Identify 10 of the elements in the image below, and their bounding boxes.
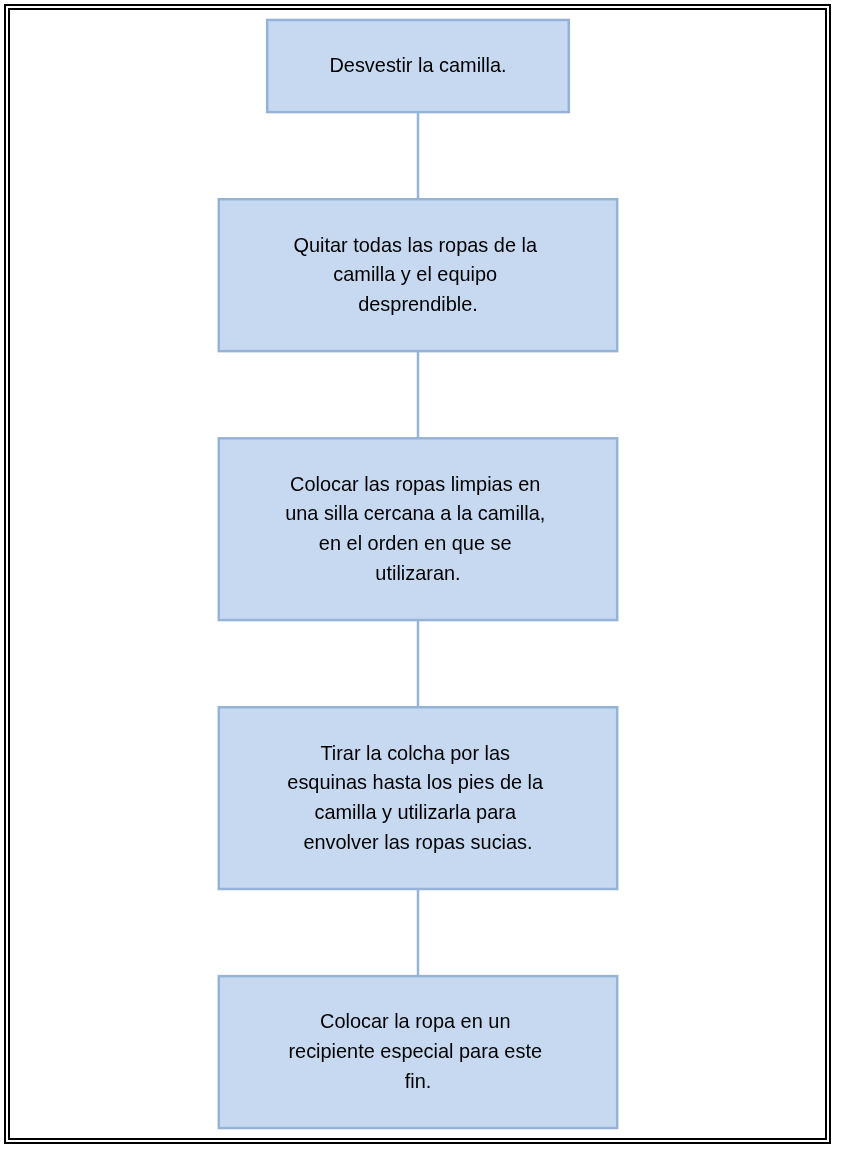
node-box	[217, 198, 618, 353]
node-box	[217, 974, 618, 1130]
connector	[416, 889, 419, 977]
page-border: Desvestir la camilla. Quitar todas las ropas de la camilla y el equipo desprendible. Colocar las ropas limpias en una silla cercana a la camilla, en el orden en que se utilizaran. Tirar la colcha por las esquinas hasta los pies de la camilla y utilizarla para envolver las ropas sucias. Colocar la ropa en un recipiente especial para este fin.	[4, 4, 831, 1144]
connector	[416, 620, 419, 708]
node-box	[217, 705, 618, 891]
connector	[416, 351, 419, 439]
node-box	[217, 437, 618, 622]
node-box	[265, 18, 570, 114]
connector	[416, 112, 419, 200]
